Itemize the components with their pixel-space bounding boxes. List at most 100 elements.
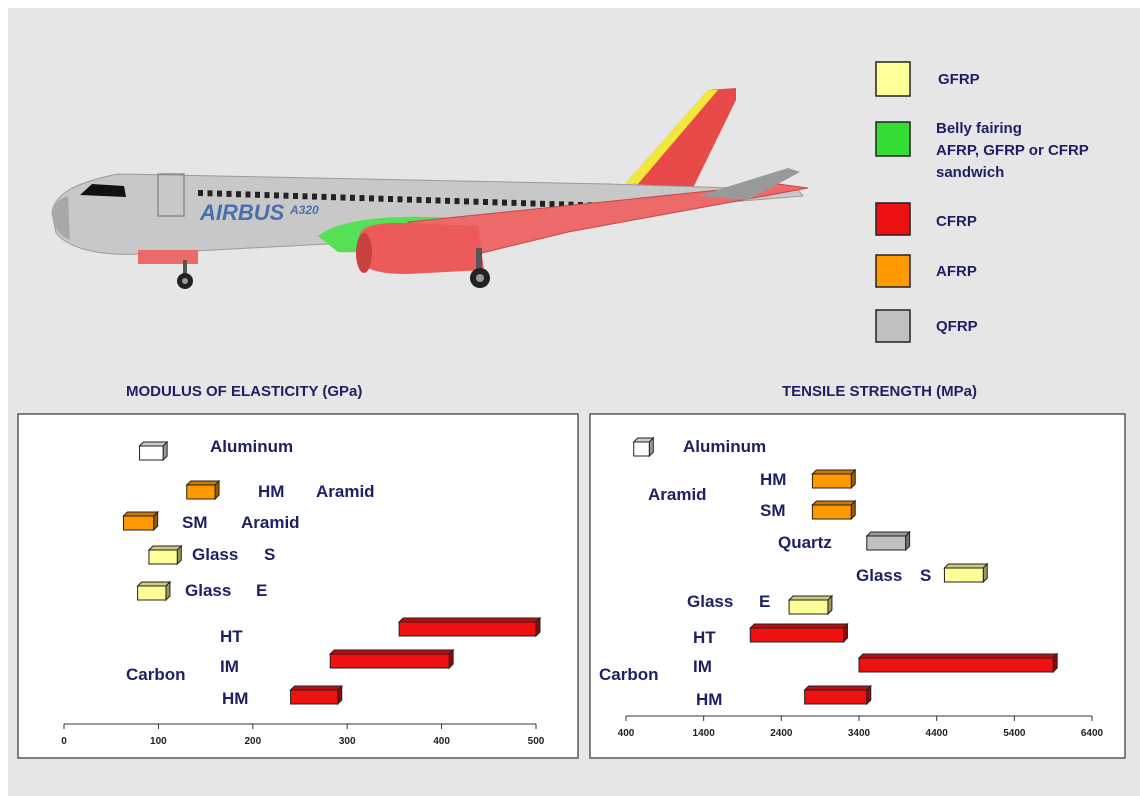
bar-glass [787, 594, 834, 616]
bar-top-face [787, 595, 834, 601]
label-carbon-hm: HM [222, 689, 248, 708]
legend-label-line: Belly fairing [936, 120, 1022, 137]
bar-side-face [850, 499, 856, 521]
legend-label-afrp: AFRP [936, 263, 977, 280]
nose-cone [52, 196, 70, 240]
x-tick-label: 5400 [1003, 728, 1026, 739]
bar-side-face [1052, 652, 1058, 674]
legend-swatch-qfrp [875, 309, 911, 343]
model-text: A320 [289, 203, 319, 217]
bar-top-face [857, 653, 1059, 659]
passenger-window [454, 198, 460, 205]
passenger-window [388, 196, 393, 202]
bar-carbon [397, 616, 542, 638]
bar-side-face [866, 684, 872, 706]
passenger-window [369, 195, 374, 202]
bar-side-face [337, 684, 343, 706]
nose-gear-strut [183, 260, 187, 276]
bar-top-face [865, 531, 911, 537]
legend-label-line: sandwich [936, 164, 1004, 181]
legend-swatch-afrp [875, 254, 911, 288]
bar-front-face [633, 441, 650, 457]
x-tick-label: 100 [150, 736, 167, 747]
legend-label-qfrp: QFRP [936, 318, 978, 335]
main-gear-hub [476, 274, 484, 282]
livery-text: AIRBUS [199, 200, 285, 225]
passenger-window [217, 190, 222, 197]
passenger-window [350, 194, 355, 201]
passenger-window [435, 197, 441, 204]
cabin-door [157, 173, 185, 217]
bar-side-face [162, 440, 168, 462]
bar-side-face [535, 616, 541, 638]
passenger-window [236, 191, 241, 198]
x-tick-label: 300 [339, 736, 356, 747]
passenger-window [321, 193, 327, 200]
bar-front-face [866, 535, 907, 551]
x-tick-label: 2400 [770, 728, 793, 739]
engine-inlet [356, 233, 372, 273]
bar-side-face [827, 594, 833, 616]
label-hm-aramid-aramid: Aramid [316, 482, 375, 501]
passenger-window [511, 199, 517, 206]
bar-top-face [289, 685, 343, 691]
bar-top-face [749, 623, 849, 629]
passenger-window [492, 199, 498, 206]
passenger-window [559, 201, 564, 208]
bar-glass [136, 580, 172, 602]
nose-gear-bay [138, 250, 198, 264]
bar-front-face [122, 515, 155, 531]
label-carbon-ht: HT [693, 628, 716, 647]
label-glass-e-e: E [256, 581, 267, 600]
bar-carbon [749, 622, 849, 644]
label-carbon: Carbon [599, 665, 659, 684]
chart-panel-tensile [589, 413, 1126, 759]
passenger-window [359, 195, 365, 202]
bar-side-face [982, 562, 988, 584]
passenger-window [502, 199, 507, 206]
bar-front-face [811, 504, 852, 520]
bars-tensile [632, 436, 1059, 706]
label-glass-s-glass: Glass [856, 566, 902, 585]
passenger-window [473, 198, 479, 205]
bar-front-face [139, 445, 164, 461]
chart-title-modulus: MODULUS OF ELASTICITY (GPa) [126, 383, 362, 400]
bar-front-face [329, 653, 450, 669]
label-carbon-ht: HT [220, 627, 243, 646]
passenger-window [397, 196, 403, 203]
bar-top-face [136, 581, 172, 587]
bar-side-face [648, 436, 654, 458]
airbus-a320-illustration: AIRBUS A320 [51, 88, 809, 289]
bar-top-face [122, 511, 159, 517]
bar-front-face [148, 549, 178, 565]
horizontal-stabilizer [698, 168, 800, 200]
bar-aluminum [632, 436, 655, 458]
bar-front-face [788, 599, 829, 615]
bar-quartz [865, 530, 911, 552]
bar-glass [147, 544, 183, 566]
x-tick-label: 4400 [926, 728, 949, 739]
bar-side-face [448, 648, 454, 670]
passenger-window [264, 192, 270, 199]
bar-side-face [214, 479, 220, 501]
passenger-window [340, 194, 346, 201]
label-glass-s-glass: Glass [192, 545, 238, 564]
bar-side-face [176, 544, 182, 566]
passenger-window [226, 190, 232, 197]
label-aramid-sm: SM [760, 501, 786, 520]
bar-top-face [397, 617, 542, 623]
x-tick-label: 3400 [848, 728, 871, 739]
bar-front-face [858, 657, 1054, 673]
bar-front-face [749, 627, 844, 643]
legend-swatch-cfrp [875, 202, 911, 236]
bar-carbon [857, 652, 1059, 674]
passenger-window [445, 197, 450, 204]
passenger-window [416, 196, 422, 203]
x-tick-label: 0 [61, 736, 67, 747]
label-sm-aramid-sm: SM [182, 513, 208, 532]
passenger-window [549, 201, 555, 208]
